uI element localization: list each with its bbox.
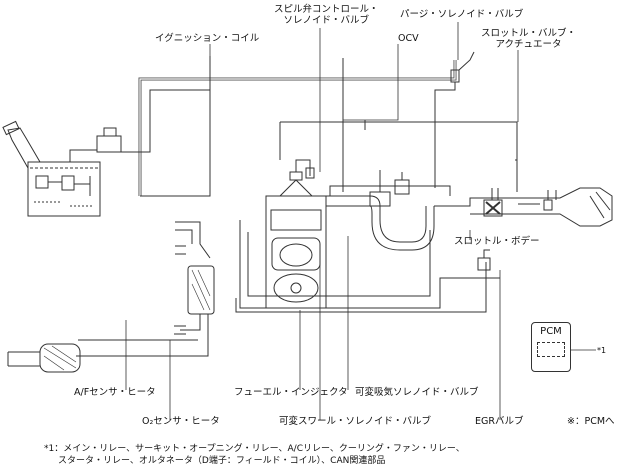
af-sensor-label: A/Fセンサ・ヒータ [74,387,156,398]
pcm-title: PCM [540,326,562,337]
pcm-box: PCM [531,322,571,372]
throttle-body-label: スロットル・ボデー [454,236,540,247]
engine-block [265,159,327,309]
footnote-line-1: *1：メイン・リレー、サーキット・オープニング・リレー、A/Cリレー、クーリング… [44,444,465,454]
purge-valve-symbol [434,51,475,188]
spill-valve-label: スピル弁コントロール・ ソレノイド・バルブ [274,4,379,26]
throttle-body [434,187,613,227]
ocv-label: OCV [398,33,419,44]
footnote-mark: *1 [597,346,607,355]
intake-manifold [320,170,451,251]
leader-lines [125,22,596,420]
pcm-note-label: ※：PCMへ [567,416,615,427]
egr-valve-label: EGRバルブ [475,416,524,427]
egr-valve-symbol [477,249,491,271]
throttle-actuator-label: スロットル・バルブ・ アクチュエータ [481,28,577,50]
charcoal-canister [69,127,122,162]
footnote-line-2: スタータ・リレー、オルタネータ（D端子：フィールド・コイル）、CAN関連部品 [58,456,386,466]
exhaust-system [7,221,215,373]
swirl-valve-label: 可変スワール・ソレノイド・バルブ [279,416,432,427]
fuel-tank [2,120,101,217]
intake-valve-label: 可変吸気ソレノイド・バルブ [355,387,479,398]
ignition-coil-label: イグニッション・コイル [155,33,260,44]
injector-label: フューエル・インジェクタ [234,387,348,398]
pcm-connector [537,342,565,357]
purge-valve-label: パージ・ソレノイド・バルブ [400,9,524,20]
o2-sensor-label: O₂センサ・ヒータ [142,416,220,427]
